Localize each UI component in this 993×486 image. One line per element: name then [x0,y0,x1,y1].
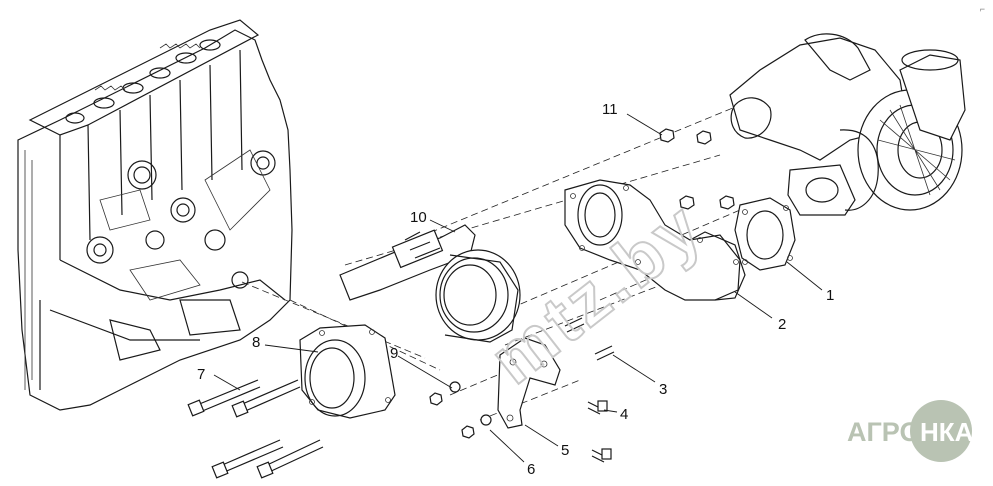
callout-8: 8 [252,334,260,351]
logo-circle [910,400,972,462]
callout-4: 4 [620,406,628,423]
corner-mark: ⌐ [979,4,985,14]
callout-7: 7 [197,366,205,383]
small-bolts-part-4 [587,400,612,463]
gasket-part-1 [734,197,796,271]
callout-11: 11 [602,101,618,118]
leader-lines [213,113,823,463]
bracket-part-5 [497,337,561,429]
studs-part-3 [564,317,615,361]
flange-part-8 [299,324,396,419]
callout-3: 3 [659,381,667,398]
callout-5: 5 [561,442,569,459]
turbocharger [729,33,966,216]
elbow-pipe-part-2 [564,179,746,301]
callout-2: 2 [778,316,786,333]
logo-circle-text: НКА [920,417,974,447]
callout-10: 10 [410,209,427,226]
callout-1: 1 [826,287,834,304]
nuts [429,128,735,439]
brand-logo: АГРО НКА [847,400,974,462]
valve-body-part-10 [339,224,521,343]
bolts-part-7 [187,379,324,479]
logo-left-text: АГРО [847,417,920,447]
callout-6: 6 [527,461,535,478]
engine-block [17,19,293,411]
callouts: 1 2 3 4 5 6 7 8 9 10 11 [197,101,834,478]
callout-9: 9 [390,345,398,362]
